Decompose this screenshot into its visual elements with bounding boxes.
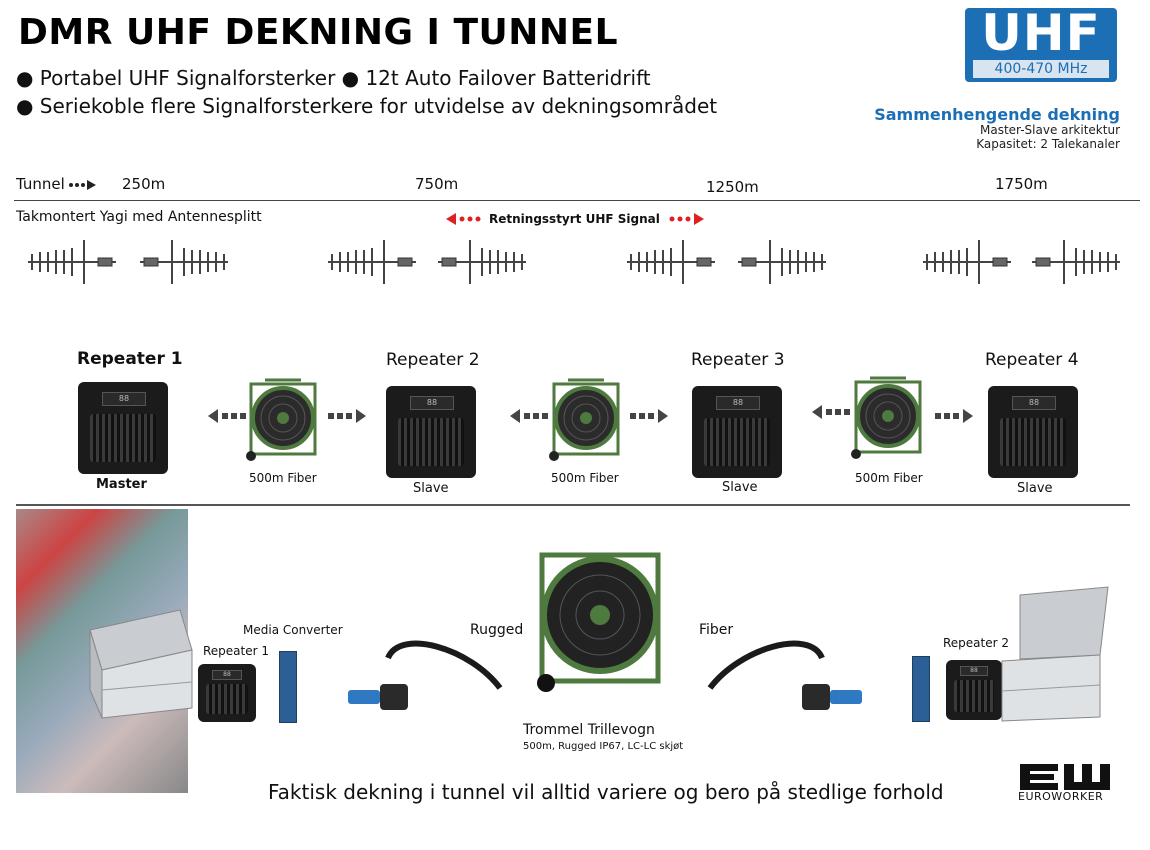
uhf-logo: UHF 400-470 MHz <box>965 4 1117 82</box>
page-title: DMR UHF DEKNING I TUNNEL <box>18 12 619 53</box>
euroworker-logo <box>1020 764 1110 790</box>
distance-250: 250m <box>122 175 166 193</box>
distance-750: 750m <box>415 175 459 193</box>
repeater-2-label: Repeater 2 <box>386 350 480 370</box>
repeater-3-label: Repeater 3 <box>691 350 785 370</box>
media-converter-left <box>279 651 297 723</box>
info-capacity: Kapasitet: 2 Talekanaler <box>976 137 1120 151</box>
repeater-1-display: 88 <box>102 392 146 406</box>
tunnel-label: Tunnel <box>16 175 65 193</box>
uhf-frequency-band: 400-470 MHz <box>973 60 1109 78</box>
distance-ruler <box>14 200 1140 201</box>
rugged-fiber-cable-right <box>707 640 862 710</box>
drum-specs: 500m, Rugged IP67, LC-LC skjøt <box>523 741 684 752</box>
bench-repeater-1: 88 <box>198 664 256 722</box>
feature-bullet-2: ● Seriekoble flere Signalforsterkere for… <box>16 94 718 118</box>
equipment-repeater-2-label: Repeater 2 <box>943 636 1010 650</box>
repeater-2-role: Slave <box>413 481 449 496</box>
repeater-4-unit: 88 <box>988 386 1078 478</box>
distance-1750: 1750m <box>995 175 1048 193</box>
media-converter-right <box>912 656 930 722</box>
fiber-reels <box>208 376 973 463</box>
fiber-link-1-label: 500m Fiber <box>249 471 317 485</box>
uhf-logo-text: UHF <box>981 4 1101 62</box>
repeater-1-unit: 88 <box>78 382 168 474</box>
repeater-4-label: Repeater 4 <box>985 350 1079 370</box>
signal-label: Retningsstyrt UHF Signal <box>489 212 660 226</box>
repeater-4-role: Slave <box>1017 481 1053 496</box>
repeater-3-role: Slave <box>722 480 758 495</box>
aluminium-case-left <box>89 609 193 719</box>
aluminium-case-right <box>1001 586 1109 722</box>
fiber-link-3-label: 500m Fiber <box>855 471 923 485</box>
fiber-link-2-label: 500m Fiber <box>551 471 619 485</box>
feature-bullet-1: ● Portabel UHF Signalforsterker ● 12t Au… <box>16 66 651 90</box>
bench-repeater-2: 88 <box>946 660 1002 720</box>
info-architecture: Master-Slave arkitektur <box>980 123 1120 137</box>
distance-1250: 1250m <box>706 178 759 196</box>
coverage-disclaimer: Faktisk dekning i tunnel vil alltid vari… <box>268 780 944 804</box>
rugged-label: Rugged <box>470 622 524 638</box>
repeater-1-label: Repeater 1 <box>77 349 183 369</box>
yagi-antennas <box>27 239 1121 285</box>
repeater-4-display: 88 <box>1012 396 1056 410</box>
info-title: Sammenhengende dekning <box>874 105 1120 124</box>
section-divider <box>16 504 1130 506</box>
repeater-3-display: 88 <box>716 396 760 410</box>
bench-repeater-2-display: 88 <box>960 666 988 676</box>
signal-arrow-right-icon <box>669 213 704 225</box>
drum-title: Trommel Trillevogn <box>523 722 655 738</box>
tunnel-arrow-icon <box>69 180 96 190</box>
brand-name: EUROWORKER <box>1018 790 1104 803</box>
antenna-section-label: Takmontert Yagi med Antennesplitt <box>16 209 262 225</box>
fiber-label: Fiber <box>699 622 734 638</box>
repeater-2-unit: 88 <box>386 386 476 478</box>
media-converter-label: Media Converter <box>243 623 343 637</box>
equipment-repeater-1-label: Repeater 1 <box>203 644 270 658</box>
bench-repeater-1-display: 88 <box>212 670 242 680</box>
signal-arrow-left-icon <box>446 213 481 225</box>
repeater-3-unit: 88 <box>692 386 782 478</box>
rugged-fiber-cable-left <box>348 640 503 710</box>
drum-trolley-icon <box>537 552 661 692</box>
repeater-2-display: 88 <box>410 396 454 410</box>
repeater-1-role: Master <box>96 477 147 492</box>
